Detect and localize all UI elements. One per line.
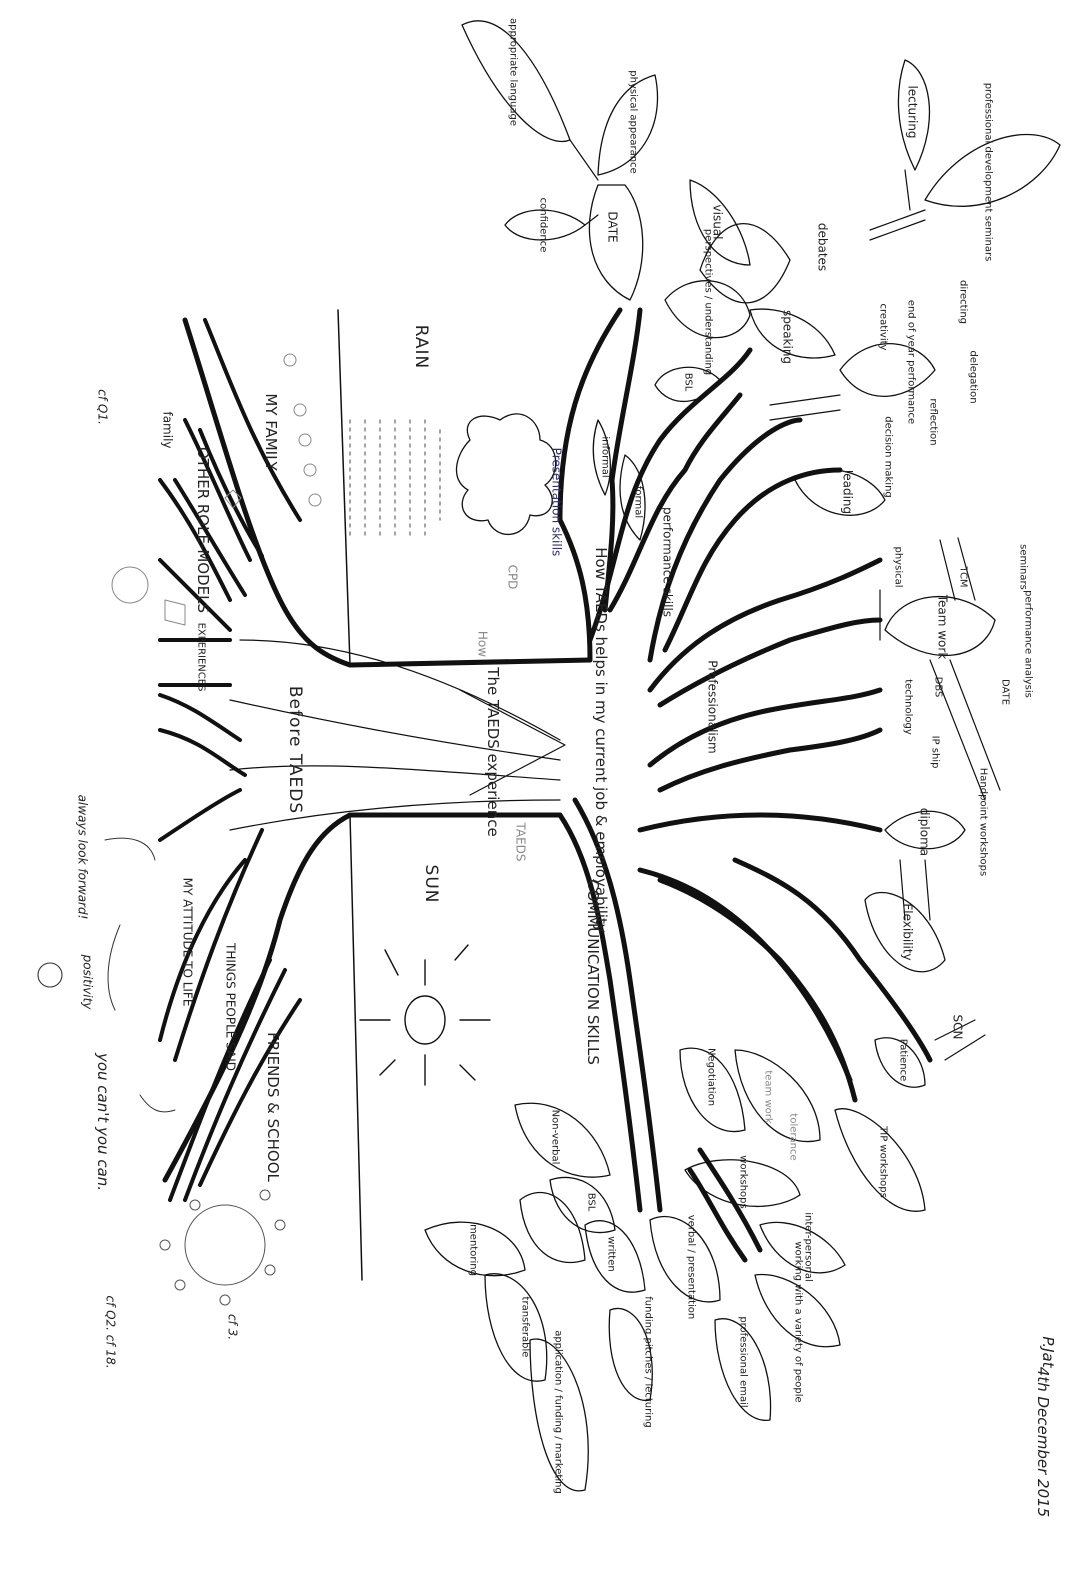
leaf-technology: technology	[902, 679, 913, 735]
leaf-workshops: workshops	[737, 1155, 748, 1208]
trunk-inner-lines	[230, 640, 565, 830]
friends-sketch	[160, 1190, 285, 1305]
leaf-patience: Patience	[897, 1039, 908, 1082]
leaf-ipship: IP ship	[929, 736, 940, 769]
root-role-models: OTHER ROLE-MODELS	[194, 447, 210, 613]
leaf-physical: physical	[892, 547, 903, 588]
leaf-leading: leading	[841, 470, 854, 514]
root-always-look-forward: always look forward!	[76, 795, 89, 920]
leaf-directing: directing	[957, 280, 968, 324]
leaf-informal: informal	[599, 436, 610, 477]
leaves	[425, 21, 1060, 1491]
leaf-date: DATE	[606, 211, 619, 242]
root-friends-school: FRIENDS & SCHOOL	[264, 1032, 280, 1182]
leaf-application: application / funding / marketing	[552, 1330, 563, 1494]
leaf-mentoring: mentoring	[467, 1224, 478, 1276]
leaf-creativity: creativity	[877, 304, 888, 351]
date-note: 4th December 2015	[1034, 1367, 1050, 1517]
root-ref-3: cf 3.	[226, 1314, 239, 1340]
bracket-marks	[105, 838, 175, 1112]
leaf-bsl: BSL	[682, 373, 693, 392]
leaf-speaking: speaking	[781, 310, 794, 364]
leaf-professional-email: professional email	[737, 1316, 748, 1407]
sun-label: SUN	[421, 865, 439, 904]
leaf-diploma: diploma	[918, 808, 931, 856]
leaf-funding-pitches: funding pitches / lecturing	[642, 1296, 653, 1427]
leaf-team-work-2: team work	[762, 1070, 773, 1123]
root-family-note: family	[161, 411, 174, 448]
branch-communication-skills: COMMUNICATION SKILLS	[584, 879, 600, 1065]
leaf-tcm: TCM	[957, 566, 968, 587]
root-things-people-said: THINGS PEOPLE SAID	[224, 943, 237, 1071]
branch-how: How	[476, 631, 489, 657]
rain-drops	[350, 420, 440, 540]
leaf-transferable: transferable	[519, 1297, 530, 1358]
signature: P.Jat	[1039, 1336, 1055, 1367]
leaf-written: written	[605, 1236, 616, 1271]
root-ref-1: cf Q1.	[96, 389, 109, 425]
leaf-non-verbal: Non-verbal	[549, 1110, 560, 1165]
branch-cpd: CPD	[506, 565, 519, 590]
central-question: How TAEDs helps in my current job & empl…	[592, 547, 608, 933]
leaf-end-of-year: end of year performance	[905, 300, 916, 424]
root-positivity: positivity	[81, 955, 94, 1010]
leaf-seminars: seminars	[1017, 544, 1028, 590]
branch-presentation-skills: Presentation skills	[550, 448, 563, 557]
root-experiences: EXPERIENCES	[195, 623, 206, 692]
leaf-team-work: Team work	[936, 595, 949, 660]
leaf-reflection: reflection	[927, 398, 938, 445]
leaf-tip-workshops: TIP workshops	[877, 1126, 888, 1198]
leaf-confidence: confidence	[537, 198, 548, 253]
trunk-label-experience: The TAEDS experience	[484, 667, 500, 836]
branch-professionalism: Professionalism	[706, 660, 719, 753]
branch-taeds: TAEDS	[514, 822, 527, 861]
smiley-sketch	[38, 963, 62, 987]
leaf-scn: SCN	[951, 1015, 964, 1040]
root-attitude: MY ATTITUDE TO LIFE	[181, 878, 194, 1007]
leaf-lecturing: lecturing	[906, 85, 919, 138]
leaf-working-with-variety: working with a variety of people	[792, 1241, 803, 1402]
leaf-flexibility: Flexibility	[901, 903, 914, 960]
leaf-handpoint-workshops: Handpoint workshops	[977, 768, 988, 876]
root-you-cant-you-can: you can't you can.	[94, 1053, 110, 1191]
leaf-debates: debates	[816, 223, 829, 271]
leaf-interpersonal: inter-personal	[802, 1212, 813, 1281]
leaf-appropriate-language: appropriate language	[507, 18, 518, 126]
branch-performance-skills: performance skills	[661, 507, 674, 617]
leaf-negotiation: Negotiation	[705, 1048, 716, 1106]
leaf-delegation: delegation	[967, 350, 978, 403]
leaf-verbal-presentation: verbal / presentation	[685, 1215, 696, 1319]
leaf-bsl-2: BSL	[585, 1193, 596, 1212]
leaf-date-2: DATE	[999, 679, 1010, 705]
root-my-family: MY FAMILY	[262, 393, 278, 470]
leaf-performance-analysis: performance analysis	[1022, 590, 1033, 698]
leaf-decision-making: decision making	[882, 416, 893, 498]
rain-label: RAIN	[411, 325, 429, 369]
leaf-formal: formal	[632, 486, 643, 518]
root-ref-2: cf Q2. cf 18.	[104, 1295, 117, 1368]
sun	[360, 945, 490, 1085]
leaf-tolerance: tolerance	[787, 1113, 798, 1160]
leaf-perspectives: perspectives / understanding	[702, 229, 713, 375]
leaf-physical-appearance: physical appearance	[627, 70, 638, 174]
leaf-professional-development: professional development seminars	[982, 83, 993, 262]
trunk-label-before: Before TAEDS	[285, 686, 303, 814]
leaf-dbs: DBS	[932, 677, 943, 698]
rain-cloud	[456, 414, 555, 535]
